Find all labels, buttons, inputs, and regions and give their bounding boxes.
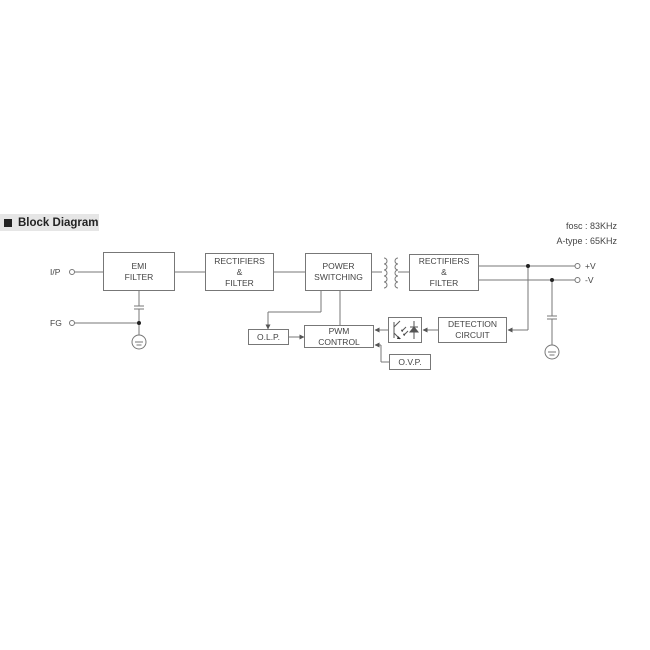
pwm-control-label-2: CONTROL bbox=[318, 336, 360, 347]
bullet-square-icon bbox=[4, 218, 12, 227]
section-title: Block Diagram bbox=[18, 216, 99, 229]
input-rectifier-label-1: RECTIFIERS bbox=[214, 255, 265, 266]
input-rectifier-label-3: FILTER bbox=[225, 277, 254, 288]
power-switching-label-2: SWITCHING bbox=[314, 272, 363, 282]
fg-terminal-label: FG bbox=[50, 318, 62, 328]
output-rectifier-label-1: RECTIFIERS bbox=[418, 256, 470, 266]
emi-filter-label-1: EMI bbox=[131, 260, 147, 271]
ovp-block: O.V.P. bbox=[389, 354, 431, 370]
optocoupler-block bbox=[388, 317, 422, 343]
emi-filter-label-2: FILTER bbox=[124, 271, 154, 282]
olp-label: O.L.P. bbox=[257, 331, 280, 342]
output-rectifier-label-2: & bbox=[441, 267, 447, 277]
detection-label-2: CIRCUIT bbox=[455, 330, 490, 340]
ovp-label: O.V.P. bbox=[398, 356, 422, 367]
fosc-note: fosc : 83KHz bbox=[565, 221, 617, 231]
olp-block: O.L.P. bbox=[248, 329, 289, 345]
input-terminal-label: I/P bbox=[50, 267, 61, 277]
optocoupler-icon bbox=[393, 320, 420, 340]
input-rectifier-block: RECTIFIERS & FILTER bbox=[205, 253, 274, 291]
a-type-note: A-type : 65KHz bbox=[556, 236, 617, 246]
positive-output-label: +V bbox=[585, 261, 596, 271]
detection-label-1: DETECTION bbox=[447, 319, 498, 329]
pwm-control-label-1: PWM bbox=[328, 325, 350, 336]
power-switching-block: POWER SWITCHING bbox=[305, 253, 372, 291]
section-title-bar: Block Diagram bbox=[0, 214, 99, 231]
output-rectifier-block: RECTIFIERS & FILTER bbox=[409, 254, 479, 291]
pwm-control-block: PWM CONTROL bbox=[304, 325, 374, 348]
detection-circuit-block: DETECTION CIRCUIT bbox=[438, 317, 507, 343]
negative-output-label: -V bbox=[585, 275, 594, 285]
input-rectifier-label-2: & bbox=[236, 266, 243, 277]
power-switching-label-1: POWER bbox=[322, 261, 355, 271]
output-rectifier-label-3: FILTER bbox=[429, 278, 459, 288]
emi-filter-block: EMI FILTER bbox=[103, 252, 175, 291]
